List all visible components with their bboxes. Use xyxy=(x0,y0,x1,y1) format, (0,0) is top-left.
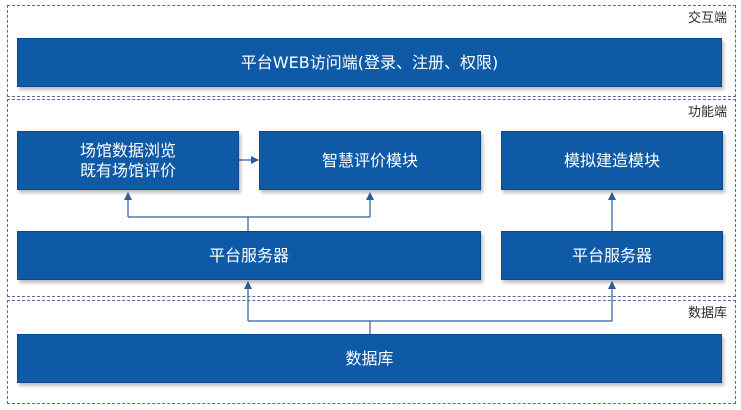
server-left-label: 平台服务器 xyxy=(208,245,289,265)
function-layer-label: 功能端 xyxy=(687,105,727,120)
database-box: 数据库 xyxy=(17,334,722,383)
interaction-layer: 交互端 xyxy=(7,5,736,97)
function-layer: 功能端 xyxy=(7,99,736,297)
venue-browse-box: 场馆数据浏览 既有场馆评价 xyxy=(17,131,239,190)
smart-eval-box: 智慧评价模块 xyxy=(259,131,481,190)
server-right-label: 平台服务器 xyxy=(571,245,652,265)
venue-browse-label-line2: 既有场馆评价 xyxy=(79,160,176,180)
database-label: 数据库 xyxy=(345,348,394,368)
server-left-box: 平台服务器 xyxy=(17,231,481,280)
server-right-box: 平台服务器 xyxy=(501,231,723,280)
database-layer-label: 数据库 xyxy=(687,306,727,321)
smart-eval-label: 智慧评价模块 xyxy=(321,150,418,170)
interaction-layer-label: 交互端 xyxy=(687,11,727,26)
sim-build-box: 模拟建造模块 xyxy=(501,131,723,190)
venue-browse-label-line1: 场馆数据浏览 xyxy=(79,140,176,160)
web-access-box: 平台WEB访问端(登录、注册、权限) xyxy=(17,38,722,87)
database-layer: 数据库 xyxy=(7,300,736,404)
sim-build-label: 模拟建造模块 xyxy=(563,150,660,170)
web-access-label: 平台WEB访问端(登录、注册、权限) xyxy=(240,52,499,72)
